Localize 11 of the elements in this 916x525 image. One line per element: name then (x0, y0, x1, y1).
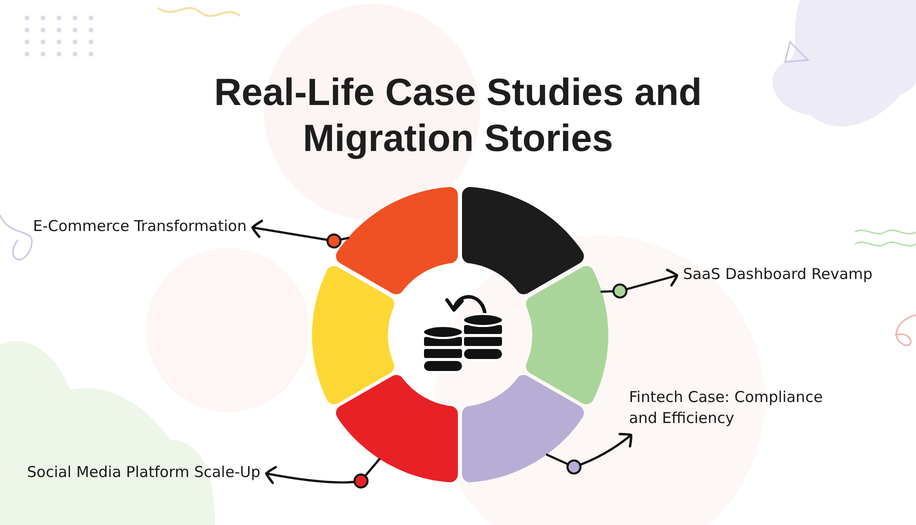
diagram-title: Real-Life Case Studies and Migration Stories (213, 71, 703, 162)
ring-segment (336, 187, 458, 295)
ring-segment (462, 187, 584, 295)
ring-segment (462, 375, 584, 483)
ring-segment (526, 266, 608, 404)
case-study-label: Social Media Platform Scale-Up (27, 462, 260, 483)
ring-segment (312, 266, 394, 404)
ring-segment (336, 375, 458, 483)
case-study-label: SaaS Dashboard Revamp (683, 264, 873, 285)
case-study-label: Fintech Case: Compliance and Efficiency (629, 387, 844, 429)
case-study-label: E-Commerce Transformation (33, 216, 247, 237)
